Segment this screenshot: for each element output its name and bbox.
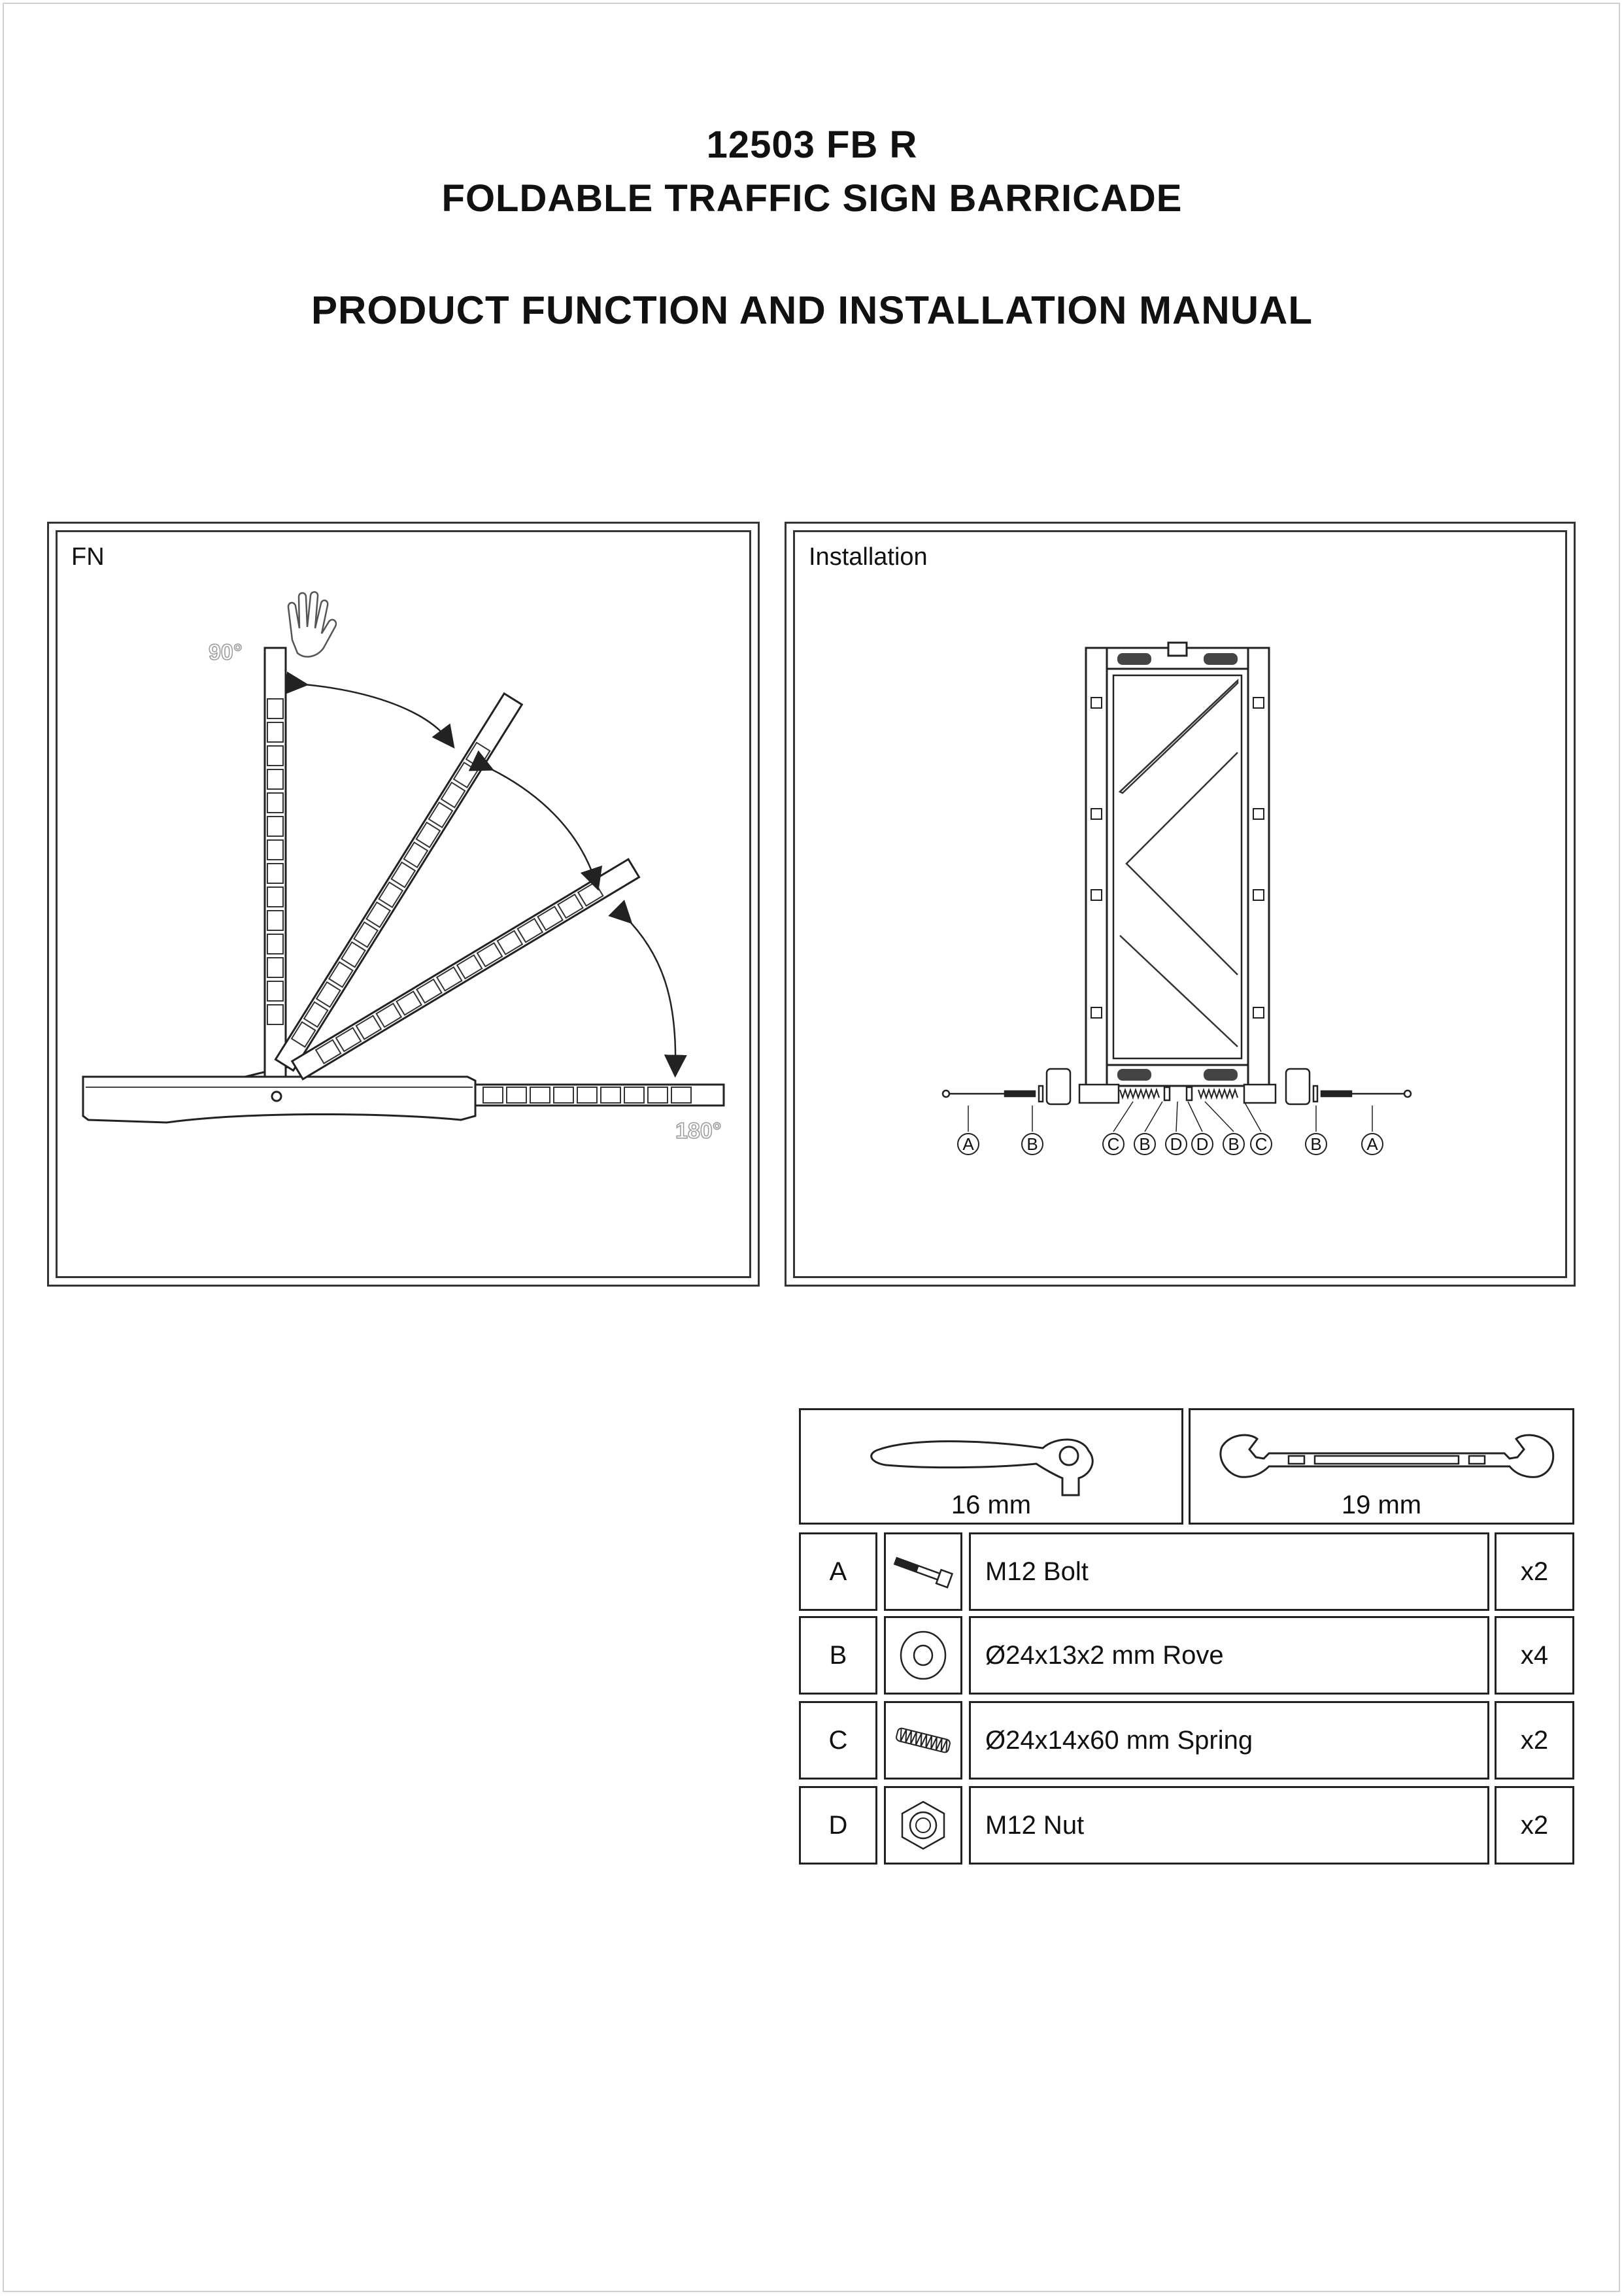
- callout-b: B: [1021, 1133, 1043, 1155]
- callout-c: C: [1102, 1133, 1125, 1155]
- post-90-deg: [263, 647, 287, 1078]
- part-row-c-code: C: [799, 1701, 877, 1780]
- callout-c: C: [1250, 1133, 1272, 1155]
- tool-wrench: 19 mm: [1189, 1408, 1574, 1525]
- part-row-d-code: D: [799, 1786, 877, 1865]
- installation-panel-label: Installation: [809, 543, 928, 571]
- installation-panel: Installation: [785, 522, 1576, 1287]
- tool-ratchet: 16 mm: [799, 1408, 1183, 1525]
- fn-panel-label: FN: [71, 543, 105, 571]
- sign-chevrons: [1118, 679, 1239, 1047]
- rotation-arrows: [285, 671, 687, 1078]
- installation-panel-frame: [793, 530, 1567, 1278]
- bolt-icon: [884, 1532, 962, 1611]
- fn-panel: FN: [47, 522, 760, 1287]
- callout-a: A: [957, 1133, 979, 1155]
- part-row-a-qty: x2: [1495, 1532, 1574, 1611]
- tool-wrench-size: 19 mm: [1341, 1491, 1422, 1519]
- hardware-row: [941, 1068, 1412, 1106]
- product-name: FOLDABLE TRAFFIC SIGN BARRICADE: [441, 177, 1183, 220]
- post-60-deg: [274, 692, 524, 1072]
- model-number: 12503 FB R: [706, 124, 918, 166]
- part-row-b-qty: x4: [1495, 1616, 1574, 1695]
- callout-b: B: [1134, 1133, 1156, 1155]
- wrench-icon: [1219, 1434, 1555, 1478]
- callout-b: B: [1305, 1133, 1327, 1155]
- barricade-frame: [1085, 641, 1270, 1087]
- spring-icon: [884, 1701, 962, 1780]
- angle-180-label: 180°: [675, 1119, 721, 1143]
- part-row-b-code: B: [799, 1616, 877, 1695]
- callout-d: D: [1191, 1133, 1213, 1155]
- callout-a: A: [1361, 1133, 1383, 1155]
- nut-icon: [884, 1786, 962, 1865]
- hand-icon: [287, 591, 337, 658]
- folding-diagram: 90° 180°: [82, 591, 725, 1144]
- part-row-b-name: Ø24x13x2 mm Rove: [969, 1616, 1489, 1695]
- manual-title: PRODUCT FUNCTION AND INSTALLATION MANUAL: [311, 288, 1313, 332]
- page-border: [3, 3, 1620, 2292]
- ratchet-icon: [870, 1438, 1094, 1496]
- part-row-d-qty: x2: [1495, 1786, 1574, 1865]
- part-row-c-name: Ø24x14x60 mm Spring: [969, 1701, 1489, 1780]
- callout-d: D: [1165, 1133, 1187, 1155]
- part-row-c-qty: x2: [1495, 1701, 1574, 1780]
- callout-leaders: [968, 1101, 1373, 1132]
- post-30-deg: [290, 858, 641, 1081]
- tool-ratchet-size: 16 mm: [951, 1491, 1032, 1519]
- callout-b: B: [1223, 1133, 1245, 1155]
- post-180-deg: [474, 1083, 725, 1107]
- part-row-d-name: M12 Nut: [969, 1786, 1489, 1865]
- washer-icon: [884, 1616, 962, 1695]
- fn-panel-frame: [56, 530, 751, 1278]
- installation-diagram: [941, 641, 1412, 1132]
- angle-90-label: 90°: [209, 640, 242, 665]
- part-row-a-code: A: [799, 1532, 877, 1611]
- part-row-a-name: M12 Bolt: [969, 1532, 1489, 1611]
